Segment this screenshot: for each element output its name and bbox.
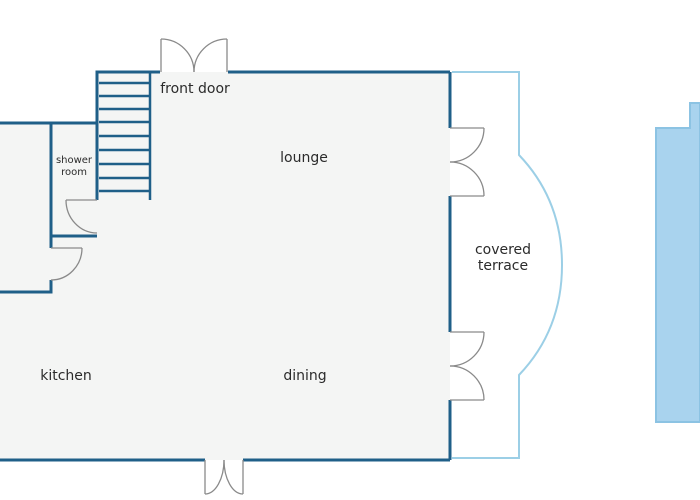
bottom-door-swing bbox=[204, 459, 244, 495]
walls bbox=[0, 70, 452, 462]
pool bbox=[655, 102, 700, 423]
covered-terrace-label-line2: terrace bbox=[478, 258, 528, 274]
covered-terrace-outline bbox=[452, 71, 564, 459]
floor-area bbox=[0, 72, 450, 460]
front-door-label: front door bbox=[160, 81, 230, 97]
terrace-door-lower-swing bbox=[449, 331, 485, 401]
shower-room-label-line2: room bbox=[61, 167, 87, 178]
shower-door-swing bbox=[65, 199, 98, 234]
dining-label: dining bbox=[283, 368, 326, 384]
front-door-swing bbox=[160, 38, 228, 73]
staircase bbox=[99, 72, 152, 200]
terrace-door-upper-swing bbox=[449, 127, 485, 197]
shower-room-label-line1: shower bbox=[56, 155, 93, 166]
kitchen-label: kitchen bbox=[40, 368, 92, 384]
covered-terrace-label-line1: covered bbox=[475, 242, 531, 258]
lounge-label: lounge bbox=[280, 150, 328, 166]
kitchen-door-swing bbox=[50, 247, 83, 281]
